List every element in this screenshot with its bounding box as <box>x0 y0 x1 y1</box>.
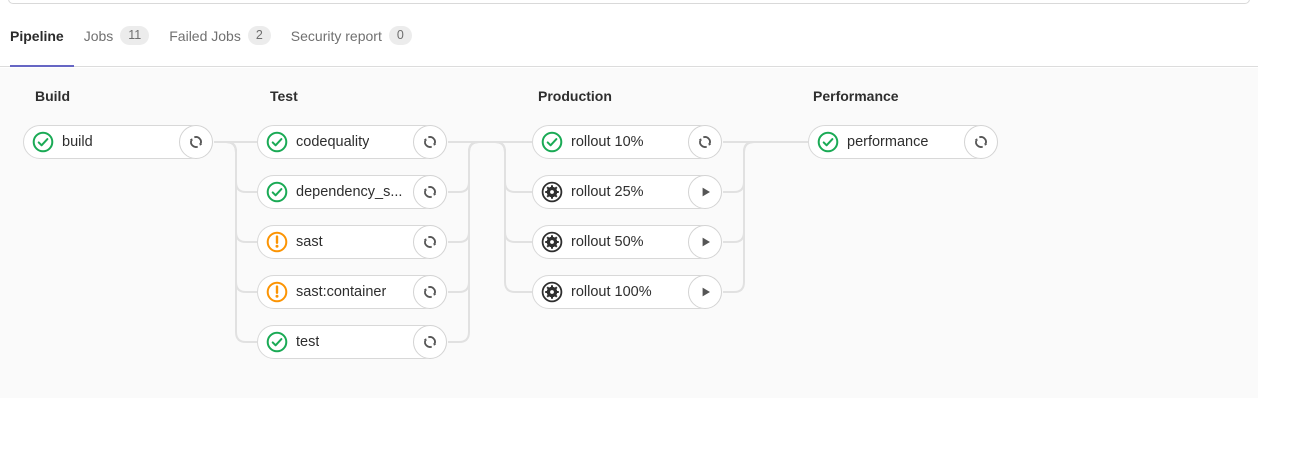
warning-exclamation-icon <box>266 231 288 253</box>
retry-button[interactable] <box>413 125 447 159</box>
stage-header-performance: Performance <box>813 88 899 104</box>
pipeline-connector-lines <box>214 141 808 343</box>
pipeline-tabs: Pipeline Jobs 11 Failed Jobs 2 Security … <box>0 5 1258 67</box>
job-name: rollout 50% <box>571 234 644 250</box>
success-check-icon <box>541 131 563 153</box>
success-check-icon <box>266 181 288 203</box>
job-name: dependency_s... <box>296 184 403 200</box>
job-test[interactable]: test <box>257 325 447 359</box>
job-name: build <box>62 134 93 150</box>
tab-pipeline[interactable]: Pipeline <box>10 5 74 67</box>
retry-button[interactable] <box>413 325 447 359</box>
stage-header-production: Production <box>538 88 612 104</box>
job-name: codequality <box>296 134 370 150</box>
stage-header-test: Test <box>270 88 298 104</box>
jobs-count-badge: 11 <box>120 26 150 45</box>
job-name: sast:container <box>296 284 387 300</box>
play-button[interactable] <box>688 225 722 259</box>
retry-button[interactable] <box>413 175 447 209</box>
job-name: test <box>296 334 320 350</box>
job-name: performance <box>847 134 929 150</box>
job-performance[interactable]: performance <box>808 125 998 159</box>
retry-button[interactable] <box>964 125 998 159</box>
retry-button[interactable] <box>413 225 447 259</box>
tab-security-report[interactable]: Security report 0 <box>281 5 422 66</box>
tab-failed-jobs[interactable]: Failed Jobs 2 <box>159 5 281 66</box>
job-dependency-scanning[interactable]: dependency_s... <box>257 175 447 209</box>
retry-button[interactable] <box>413 275 447 309</box>
job-name: rollout 10% <box>571 134 644 150</box>
job-rollout-50[interactable]: rollout 50% <box>532 225 722 259</box>
warning-exclamation-icon <box>266 281 288 303</box>
tab-security-report-label: Security report <box>290 27 382 44</box>
job-rollout-100[interactable]: rollout 100% <box>532 275 722 309</box>
job-name: rollout 100% <box>571 284 652 300</box>
job-rollout-10[interactable]: rollout 10% <box>532 125 722 159</box>
job-name: rollout 25% <box>571 184 644 200</box>
tab-failed-jobs-label: Failed Jobs <box>169 27 241 44</box>
success-check-icon <box>266 331 288 353</box>
success-check-icon <box>32 131 54 153</box>
manual-gear-icon <box>541 181 563 203</box>
tab-pipeline-label: Pipeline <box>10 27 64 44</box>
stage-header-build: Build <box>35 88 70 104</box>
manual-gear-icon <box>541 231 563 253</box>
retry-button[interactable] <box>179 125 213 159</box>
success-check-icon <box>817 131 839 153</box>
job-sast-container[interactable]: sast:container <box>257 275 447 309</box>
pipeline-graph: Build Test Production Performance build … <box>0 68 1258 398</box>
tab-jobs[interactable]: Jobs 11 <box>74 5 160 66</box>
play-button[interactable] <box>688 275 722 309</box>
security-report-count-badge: 0 <box>388 26 412 45</box>
job-sast[interactable]: sast <box>257 225 447 259</box>
manual-gear-icon <box>541 281 563 303</box>
job-build[interactable]: build <box>23 125 213 159</box>
tab-jobs-label: Jobs <box>83 27 114 44</box>
play-button[interactable] <box>688 175 722 209</box>
top-panel-bottom-edge <box>8 0 1250 4</box>
job-name: sast <box>296 234 323 250</box>
success-check-icon <box>266 131 288 153</box>
job-codequality[interactable]: codequality <box>257 125 447 159</box>
failed-jobs-count-badge: 2 <box>247 26 271 45</box>
retry-button[interactable] <box>688 125 722 159</box>
active-tab-indicator <box>10 65 74 67</box>
job-rollout-25[interactable]: rollout 25% <box>532 175 722 209</box>
